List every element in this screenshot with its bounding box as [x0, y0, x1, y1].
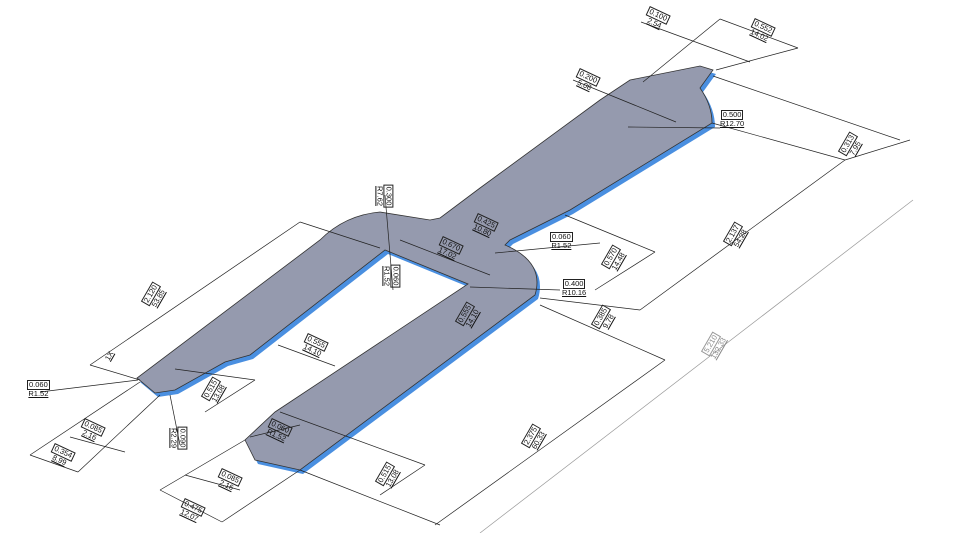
dimension-inch: 0.300 [383, 184, 394, 208]
dimension-inch: 0.500 [720, 110, 744, 120]
dimension-inch: 0.060 [390, 264, 401, 288]
part-body [136, 65, 714, 471]
dimension-mm: R10.16 [562, 288, 587, 297]
dimension-mm: R2.29 [169, 427, 179, 448]
dimension-inch: 0.060 [550, 232, 573, 242]
dimension-inch: 0.090 [177, 426, 188, 450]
dimension-mm: R1.52 [28, 389, 49, 398]
dimension-mm: R1.52 [382, 265, 392, 286]
dimension-inch: 0.060 [27, 380, 50, 390]
dimension-lines [29, 18, 914, 533]
dimension-inch: 0.400 [562, 279, 586, 289]
dimension-mm: R7.62 [375, 185, 385, 206]
dimension-mm: R12.70 [720, 119, 745, 128]
dimension-mm: R1.52 [551, 241, 572, 250]
